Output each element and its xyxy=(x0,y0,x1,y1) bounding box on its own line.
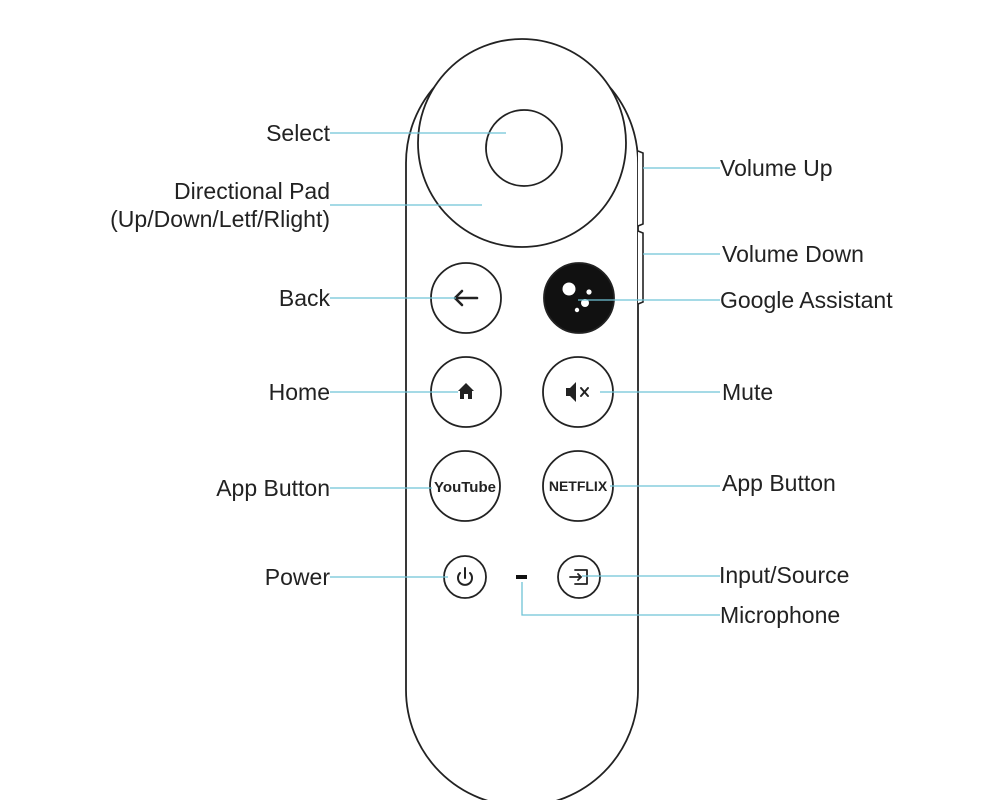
volume-up-side-button xyxy=(637,150,644,227)
label-input-source: Input/Source xyxy=(719,562,850,588)
microphone-leader xyxy=(521,582,720,616)
google-assistant-button xyxy=(543,262,615,334)
label-app-button-right: App Button xyxy=(722,470,836,496)
label-power: Power xyxy=(264,564,330,590)
label-microphone: Microphone xyxy=(720,602,841,628)
label-back: Back xyxy=(278,285,330,311)
volume-down-side-button xyxy=(637,230,644,305)
youtube-button-label: YouTube xyxy=(434,479,496,496)
label-volume-down: Volume Down xyxy=(722,241,864,267)
microphone-slot xyxy=(516,575,527,579)
label-app-button-left: App Button xyxy=(216,475,330,501)
label-directional-pad-line2: (Up/Down/Letf/Rlight) xyxy=(110,206,330,232)
input-source-icon xyxy=(569,569,588,585)
label-google-assistant: Google Assistant xyxy=(720,287,893,313)
label-home: Home xyxy=(268,379,330,405)
leader-lines xyxy=(330,132,720,616)
netflix-button-label: NETFLIX xyxy=(549,478,608,494)
power-icon xyxy=(457,567,473,586)
youtube-button xyxy=(429,450,501,522)
label-mute: Mute xyxy=(722,379,774,405)
mute-icon xyxy=(566,382,589,402)
label-volume-up: Volume Up xyxy=(720,155,833,181)
home-icon xyxy=(458,383,474,399)
label-select: Select xyxy=(266,120,330,146)
google-assistant-icon xyxy=(562,282,592,313)
label-directional-pad: Directional Pad (Up/Down/Letf/Rlight) xyxy=(110,177,330,233)
label-directional-pad-line1: Directional Pad xyxy=(174,178,330,204)
select-button xyxy=(485,109,563,187)
